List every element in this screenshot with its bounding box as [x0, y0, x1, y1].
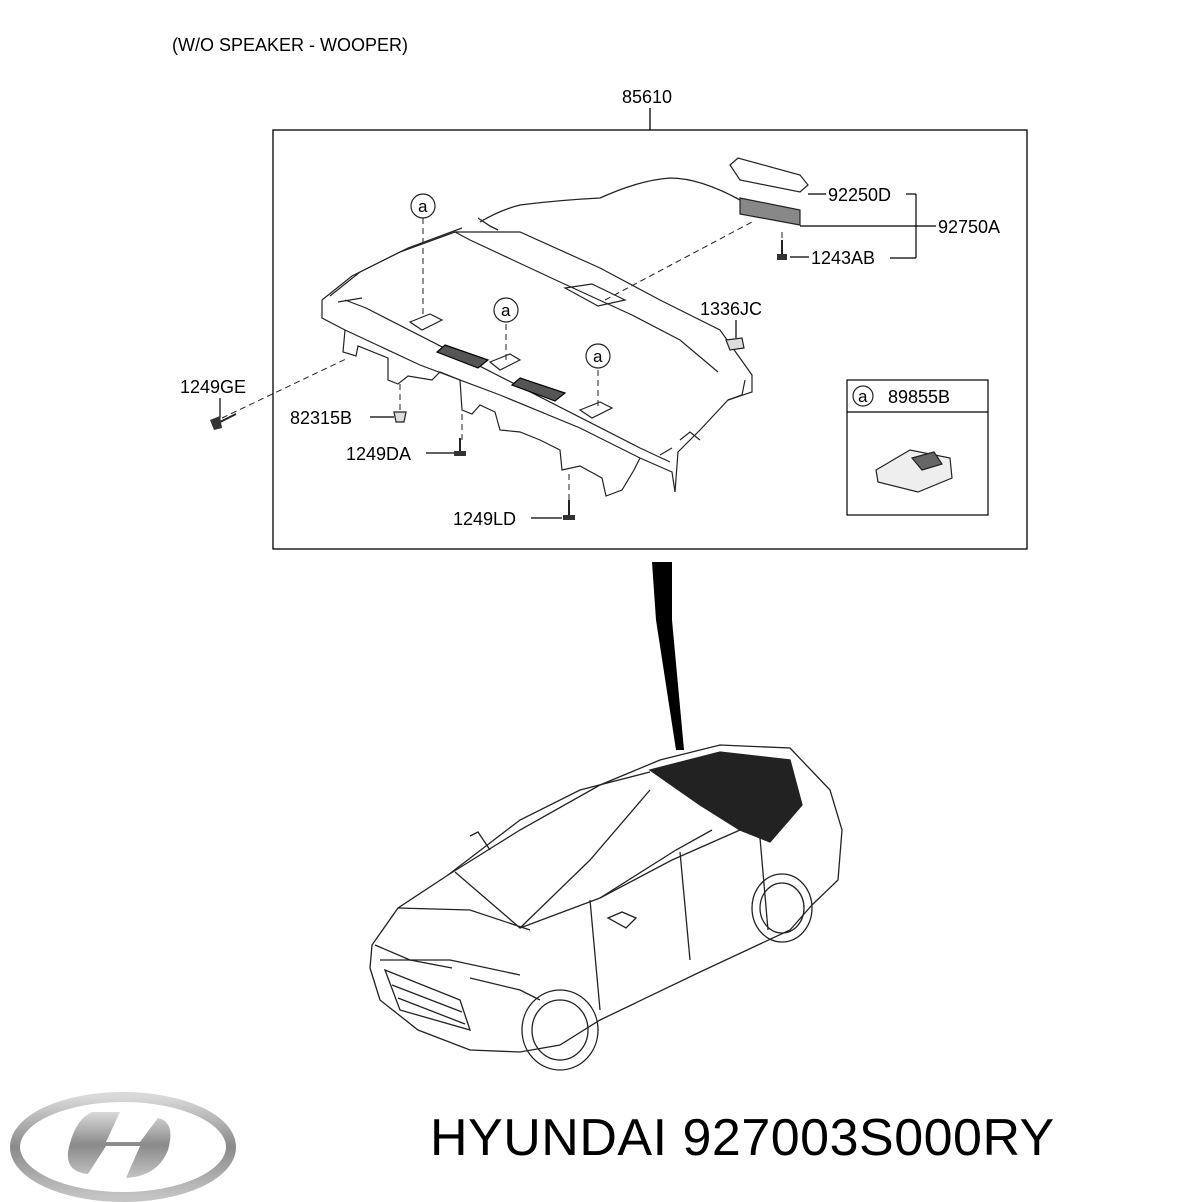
- car-drawing: [369, 744, 843, 1071]
- detail-part-label: 89855B: [888, 387, 950, 407]
- bolt-icon: [563, 500, 575, 520]
- clip-icon: [393, 411, 407, 423]
- svg-text:a: a: [501, 301, 511, 320]
- stop-lamp-drawing: [729, 157, 809, 226]
- wiring-harness: [479, 177, 741, 223]
- part-label-1249DA: 1249DA: [346, 444, 411, 464]
- hyundai-logo-icon: [10, 1092, 236, 1202]
- part-label-1249GE: 1249GE: [180, 377, 246, 397]
- svg-text:a: a: [593, 347, 603, 366]
- pad-icon: [875, 449, 953, 493]
- clip-icon: [725, 337, 745, 351]
- part-label-92750A: 92750A: [938, 217, 1000, 237]
- ref-marker-a: a: [410, 193, 436, 219]
- part-label-82315B: 82315B: [290, 408, 352, 428]
- bolt-icon: [454, 438, 466, 456]
- detail-ref: a: [858, 387, 868, 406]
- package-tray-drawing: [321, 227, 753, 497]
- ref-marker-a: a: [493, 297, 519, 323]
- part-label-1249LD: 1249LD: [453, 509, 516, 529]
- location-pointer: [652, 562, 684, 750]
- part-number: 927003S000RY: [682, 1109, 1055, 1167]
- brand-name: HYUNDAI: [430, 1109, 668, 1167]
- svg-text:a: a: [418, 197, 428, 216]
- ref-marker-a: a: [585, 343, 611, 369]
- assembly-number: 85610: [622, 87, 672, 107]
- part-label-1243AB: 1243AB: [811, 248, 875, 268]
- diagram-caption: (W/O SPEAKER - WOOPER): [172, 35, 409, 55]
- detail-box: a 89855B: [846, 379, 989, 516]
- part-label-1336JC: 1336JC: [700, 299, 762, 319]
- part-title: HYUNDAI 927003S000RY: [430, 1108, 1055, 1168]
- diagram-frame: [272, 129, 1028, 550]
- part-label-92250D: 92250D: [828, 185, 891, 205]
- bolt-icon: [210, 413, 237, 430]
